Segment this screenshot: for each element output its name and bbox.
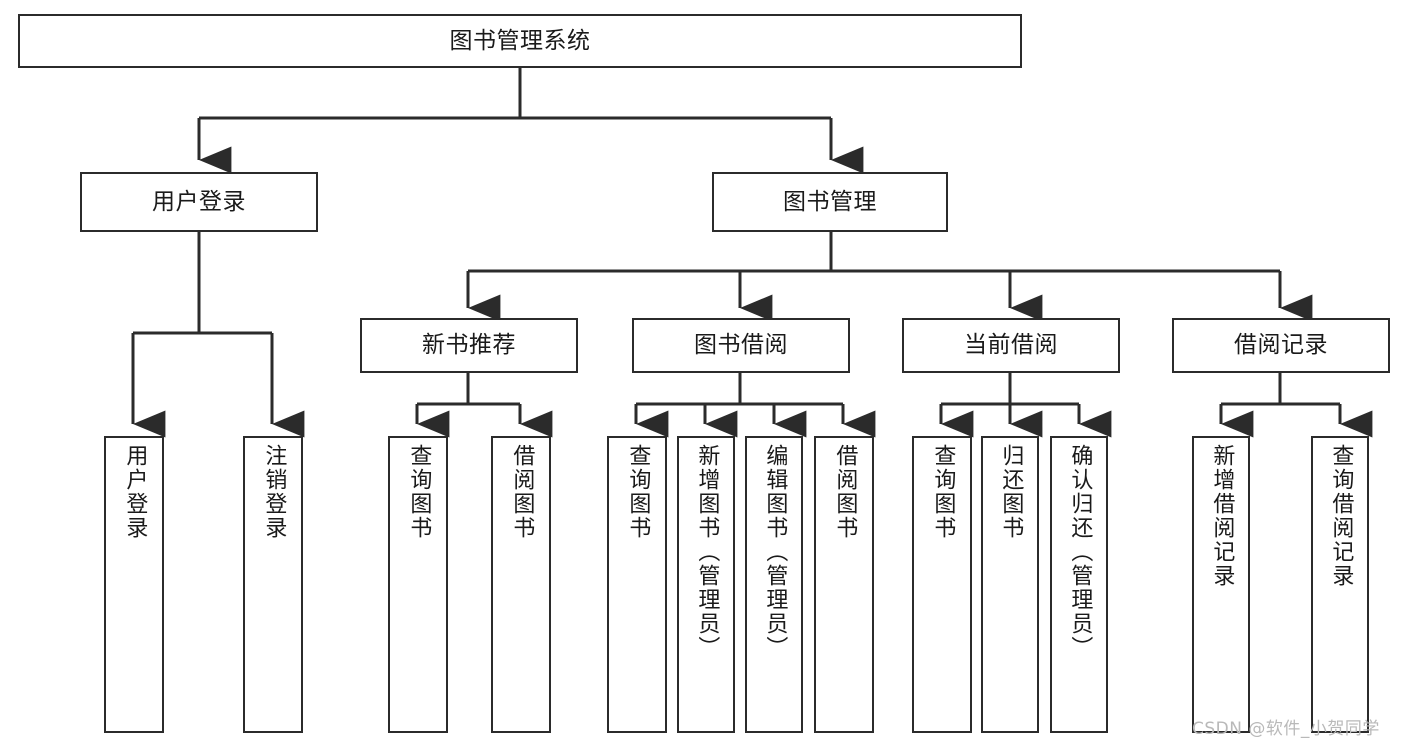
edges-bookmgmt-to-level2 [466, 232, 1313, 322]
leaf-borrow-book-borrow-label: 借阅图书 [832, 444, 858, 540]
leaf-query-book-borrow-label: 查询图书 [625, 444, 651, 540]
edges-borrow-to-leaves [634, 373, 876, 438]
leaf-query-book-current[interactable]: 查询图书 [912, 436, 972, 733]
leaf-add-borrow-record[interactable]: 新增借阅记录 [1192, 436, 1250, 733]
leaf-query-book-borrow[interactable]: 查询图书 [607, 436, 667, 733]
edges-records-to-leaves [1219, 373, 1373, 438]
leaf-user-login[interactable]: 用户登录 [104, 436, 164, 733]
node-root[interactable]: 图书管理系统 [18, 14, 1022, 68]
node-user-login[interactable]: 用户登录 [80, 172, 318, 232]
leaf-return-book-label: 归还图书 [998, 444, 1024, 540]
node-current-borrow-label: 当前借阅 [964, 332, 1058, 359]
leaf-query-borrow-record[interactable]: 查询借阅记录 [1311, 436, 1369, 733]
edges-current-to-leaves [939, 373, 1112, 438]
edges-newbook-to-leaves [415, 373, 553, 438]
leaf-confirm-return-admin[interactable]: 确认归还（管理员） [1050, 436, 1108, 733]
leaf-query-book-newbook-label: 查询图书 [406, 444, 432, 540]
node-current-borrow[interactable]: 当前借阅 [902, 318, 1120, 373]
node-borrow-records-label: 借阅记录 [1234, 332, 1328, 359]
edges-root-to-level1 [197, 68, 864, 174]
leaf-add-borrow-record-label: 新增借阅记录 [1209, 444, 1235, 588]
leaf-logout[interactable]: 注销登录 [243, 436, 303, 733]
leaf-borrow-book-newbook-label: 借阅图书 [509, 444, 535, 540]
node-book-management-label: 图书管理 [783, 188, 877, 215]
leaf-query-borrow-record-label: 查询借阅记录 [1328, 444, 1354, 588]
node-root-label: 图书管理系统 [449, 27, 591, 54]
node-book-borrow-label: 图书借阅 [694, 332, 788, 359]
leaf-confirm-return-admin-label: 确认归还（管理员） [1067, 444, 1093, 660]
leaf-edit-book-admin[interactable]: 编辑图书（管理员） [745, 436, 803, 733]
leaf-add-book-admin-label: 新增图书（管理员） [694, 444, 720, 660]
node-borrow-records[interactable]: 借阅记录 [1172, 318, 1390, 373]
node-new-book-recommend-label: 新书推荐 [422, 332, 516, 359]
leaf-borrow-book-newbook[interactable]: 借阅图书 [491, 436, 551, 733]
leaf-logout-label: 注销登录 [261, 444, 287, 540]
leaf-add-book-admin[interactable]: 新增图书（管理员） [677, 436, 735, 733]
leaf-query-book-current-label: 查询图书 [930, 444, 956, 540]
edges-userlogin-to-leaves [131, 232, 305, 438]
node-book-borrow[interactable]: 图书借阅 [632, 318, 850, 373]
leaf-edit-book-admin-label: 编辑图书（管理员） [762, 444, 788, 660]
leaf-query-book-newbook[interactable]: 查询图书 [388, 436, 448, 733]
leaf-return-book[interactable]: 归还图书 [981, 436, 1039, 733]
node-new-book-recommend[interactable]: 新书推荐 [360, 318, 578, 373]
csdn-watermark: CSDN @软件_小贺同学 [1192, 719, 1380, 739]
node-book-management[interactable]: 图书管理 [712, 172, 948, 232]
node-user-login-label: 用户登录 [152, 188, 246, 215]
leaf-user-login-label: 用户登录 [122, 444, 148, 540]
leaf-borrow-book-borrow[interactable]: 借阅图书 [814, 436, 874, 733]
